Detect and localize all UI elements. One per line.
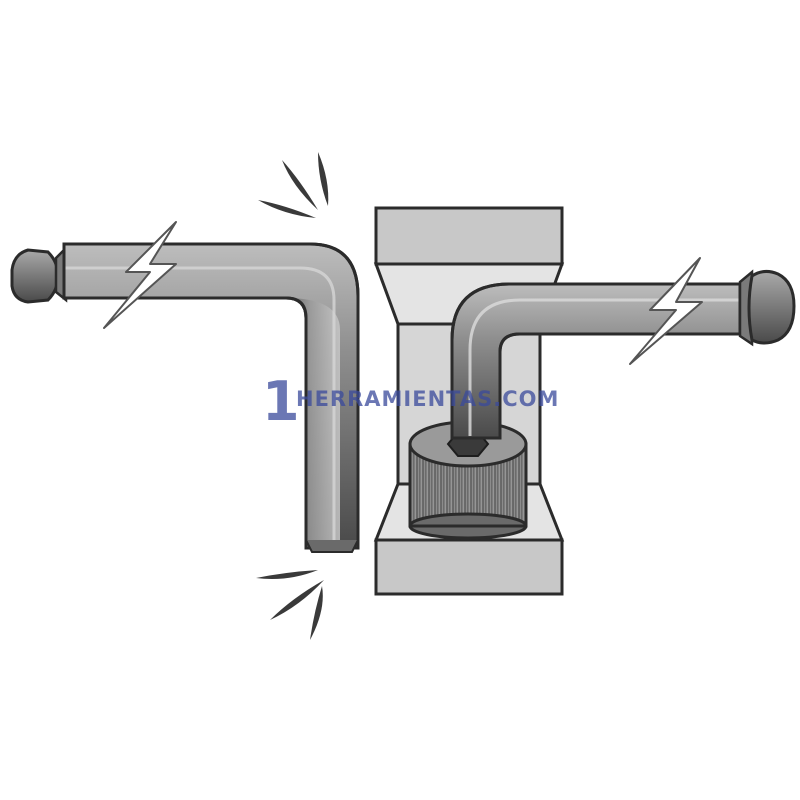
left-hex-key xyxy=(10,242,360,553)
impact-spark-lines-icon xyxy=(258,152,329,218)
right-ball-end xyxy=(747,269,796,345)
watermark-number: 1 xyxy=(262,370,301,433)
watermark-logo: 1 HERRAMIENTAS.COM xyxy=(262,370,559,433)
lightning-bolt-icon xyxy=(629,257,703,365)
impact-spark-lines-icon xyxy=(256,570,324,640)
lightning-bolt-icon xyxy=(103,221,177,329)
left-ball-end xyxy=(10,248,60,304)
watermark-text: HERRAMIENTAS.COM xyxy=(296,387,559,411)
